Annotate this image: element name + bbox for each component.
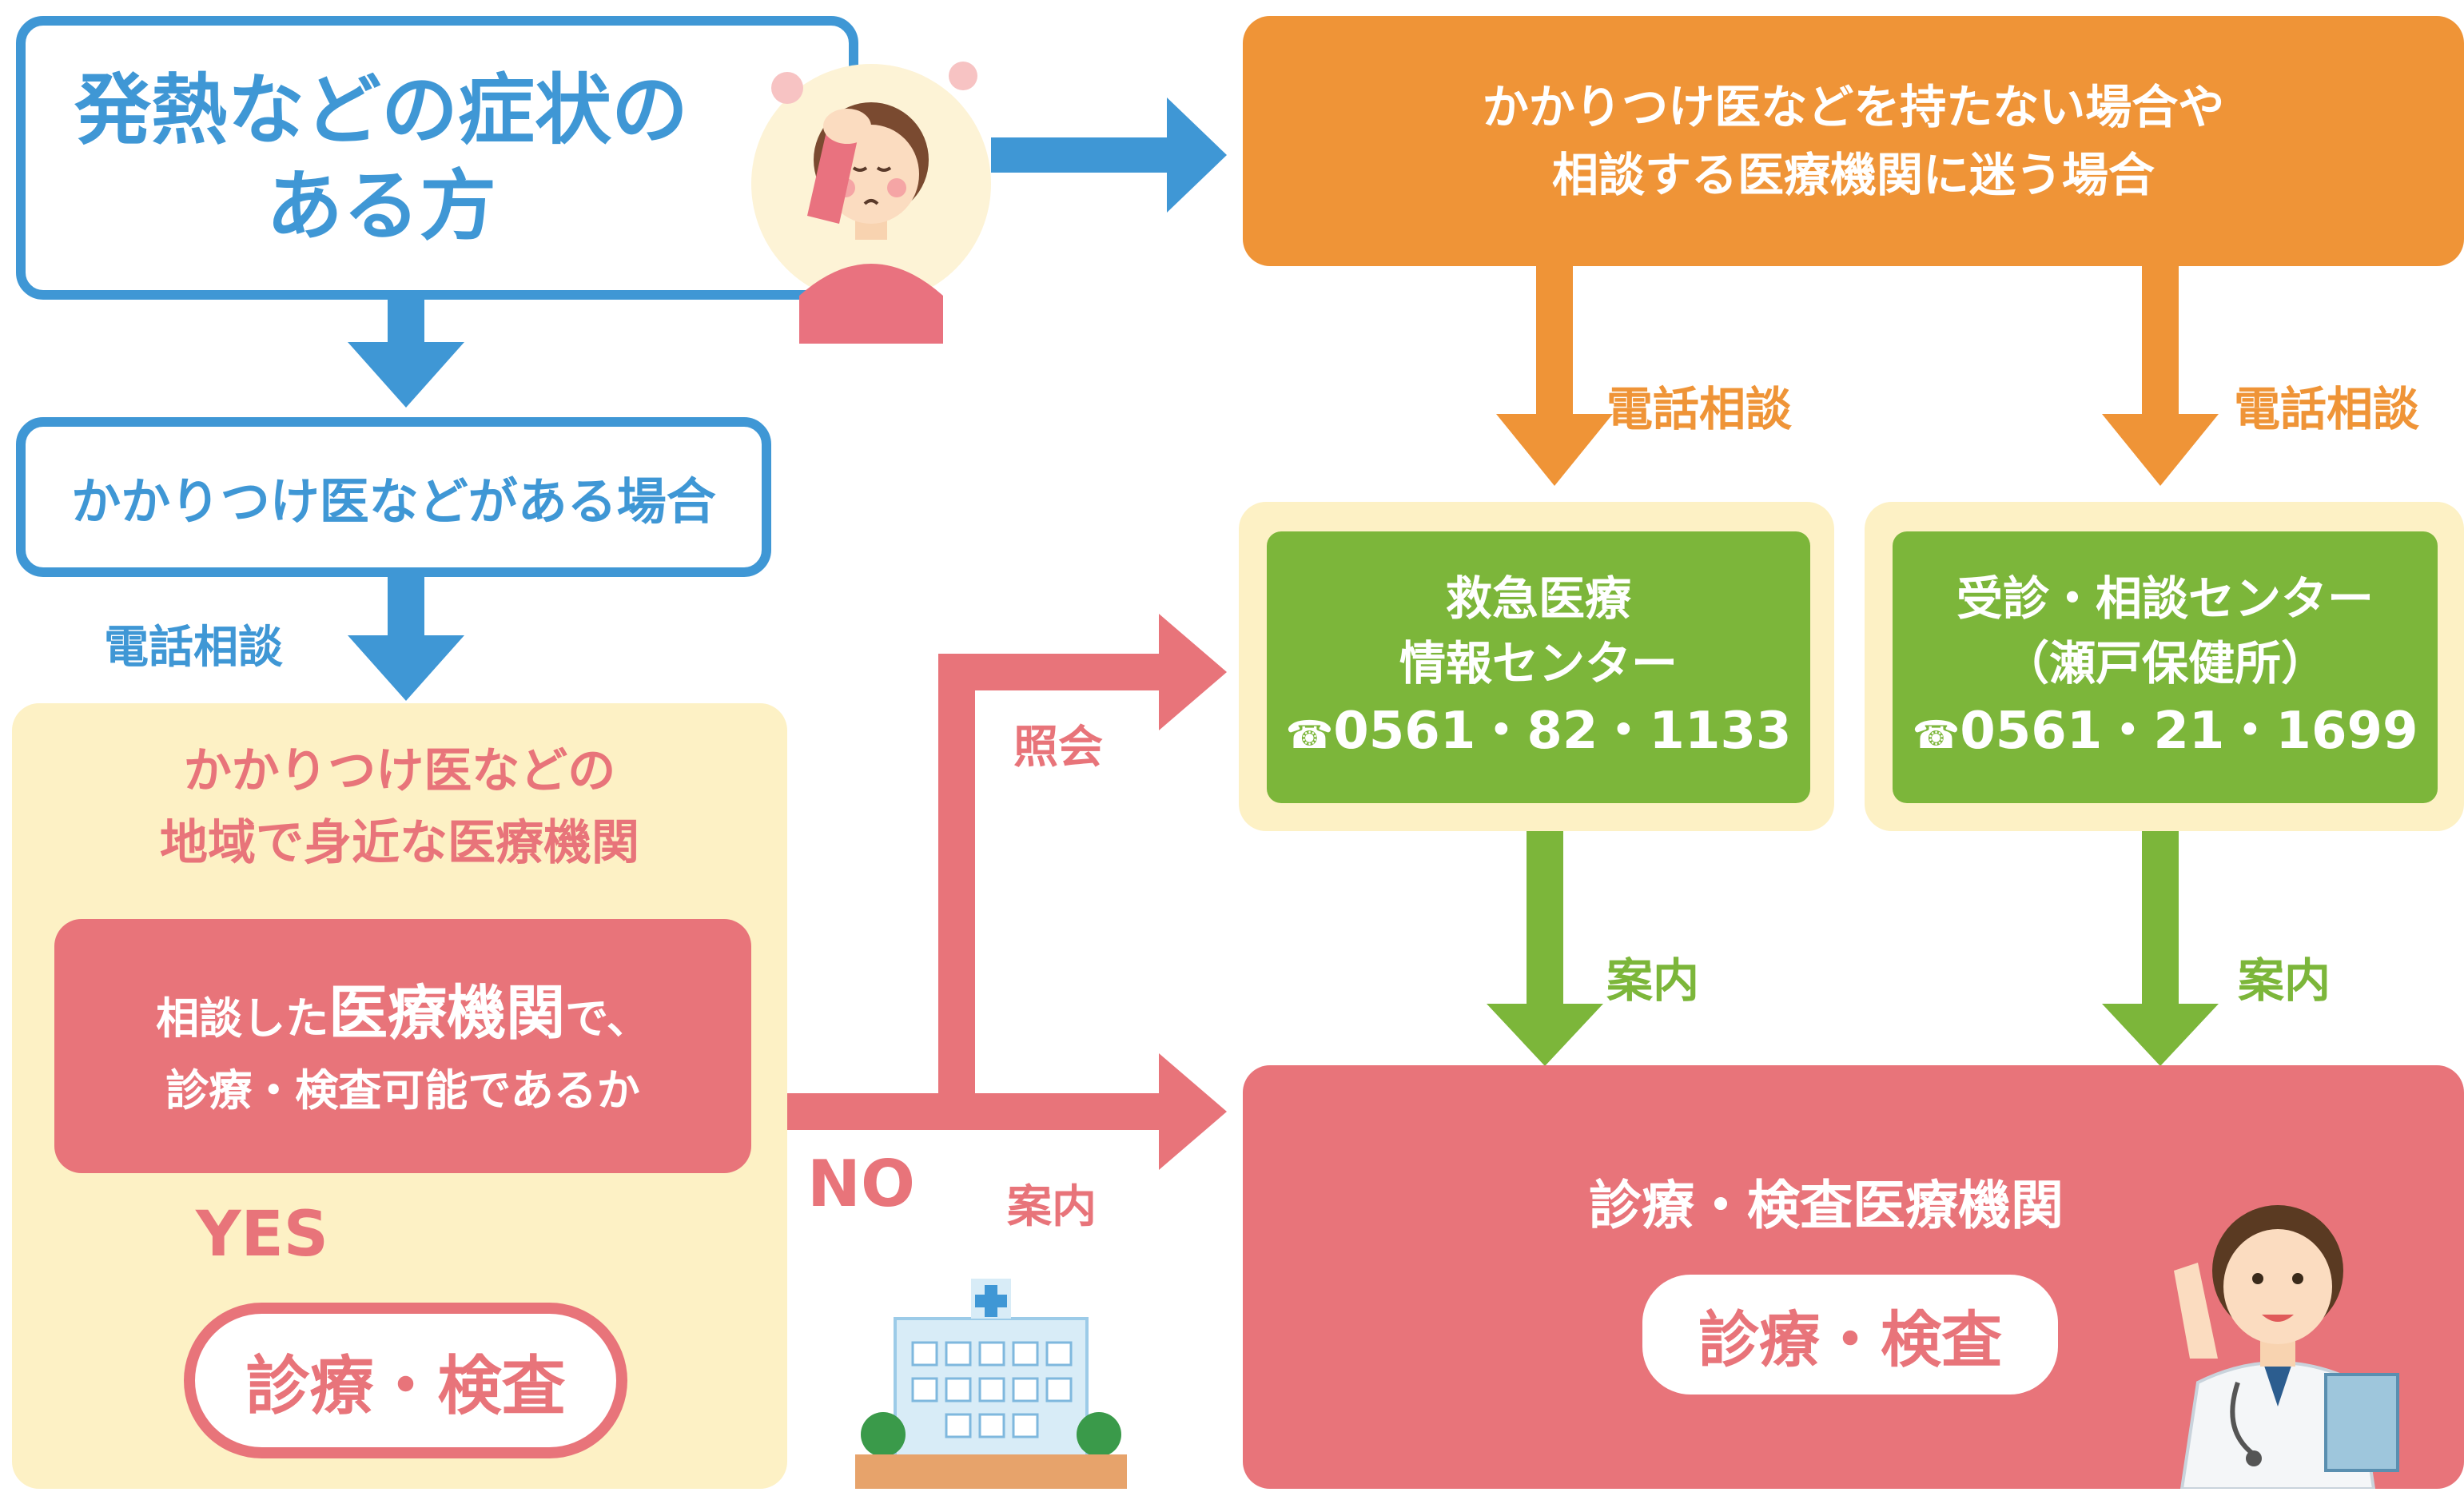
arrow-no-branch [751,614,1227,1170]
consult-phone: 0561・21・1699 [1960,702,2418,762]
start-box: 発熱などの症状の ある方 [16,16,858,300]
local-clinic-line2: 地域で身近な医療機関 [160,815,639,871]
arrow-emergency-to-facility [1487,831,1603,1066]
has-doctor-label: かかりつけ医などがある場合 [71,472,716,531]
no-label: NO [807,1147,915,1221]
consult-line2: （瀬戸保健所） [2002,636,2327,691]
phone-consult-label-orange-1: 電話相談 [1606,382,1793,436]
emergency-phone-row: ☎0561・82・1133 [1285,696,1791,768]
yes-label: YES [196,1199,328,1271]
question-pre: 相談した [156,993,329,1044]
guide-label-green-2: 案内 [2238,953,2331,1008]
arrow-has-doctor-to-clinic [348,577,464,701]
no-doctor-line1: かかりつけ医などを持たない場合や [1482,80,2225,135]
phone-consult-label-orange-2: 電話相談 [2234,382,2420,436]
local-clinic-title: かかりつけ医などの 地域で身近な医療機関 [12,735,787,879]
start-line2: ある方 [266,161,496,251]
sick-person-illustration [751,32,991,344]
emergency-line2: 情報センター [1399,636,1678,691]
arrow-no-doctor-to-emergency [1496,266,1613,486]
guide-label-green-1: 案内 [1606,953,1700,1008]
consult-center-box: 受診・相談センター （瀬戸保健所） ☎0561・21・1699 [1893,531,2438,803]
has-doctor-box: かかりつけ医などがある場合 [16,417,771,577]
exam-facility-title: 診療・検査医療機関 [1589,1175,2064,1236]
question-emph: 医療機関 [328,979,566,1048]
no-doctor-box: かかりつけ医などを持たない場合や 相談する医療機関に迷う場合 [1243,16,2464,266]
question-post: で、 [565,993,650,1044]
emergency-phone: 0561・82・1133 [1333,702,1792,762]
question-box: 相談した医療機関で、 診療・検査可能であるか [54,919,751,1173]
arrow-consult-to-facility [2102,831,2219,1066]
local-clinic-line1: かかりつけ医などの [183,743,616,799]
no-doctor-line2: 相談する医療機関に迷う場合 [1551,147,2155,202]
guide-label-pink: 案内 [1007,1181,1097,1233]
question-line1: 相談した医療機関で、 [156,969,650,1058]
arrow-start-to-has-doctor [348,300,464,408]
doctor-illustration [2142,1119,2414,1490]
emergency-center-box: 救急医療 情報センター ☎0561・82・1133 [1267,531,1810,803]
phone-consult-label-blue: 電話相談 [104,622,283,674]
consult-phone-row: ☎0561・21・1699 [1912,696,2418,768]
consult-line1: 受診・相談センター [1956,571,2374,627]
arrow-no-doctor-to-consult [2102,266,2219,486]
question-line2: 診療・検査可能であるか [165,1065,640,1116]
local-result-text: 診療・検査 [245,1348,566,1423]
hospital-illustration [847,1263,1135,1490]
start-line1: 発熱などの症状の [74,65,688,155]
exam-facility-pill: 診療・検査 [1642,1275,2058,1395]
arrow-start-to-no-doctor [991,97,1227,213]
emergency-line1: 救急医療 [1445,571,1631,627]
phone-icon: ☎ [1285,713,1334,758]
local-result-pill: 診療・検査 [184,1303,627,1458]
exam-facility-result: 診療・検査 [1698,1304,2002,1375]
inquiry-label: 照会 [1013,722,1103,774]
phone-icon: ☎ [1912,713,1960,758]
